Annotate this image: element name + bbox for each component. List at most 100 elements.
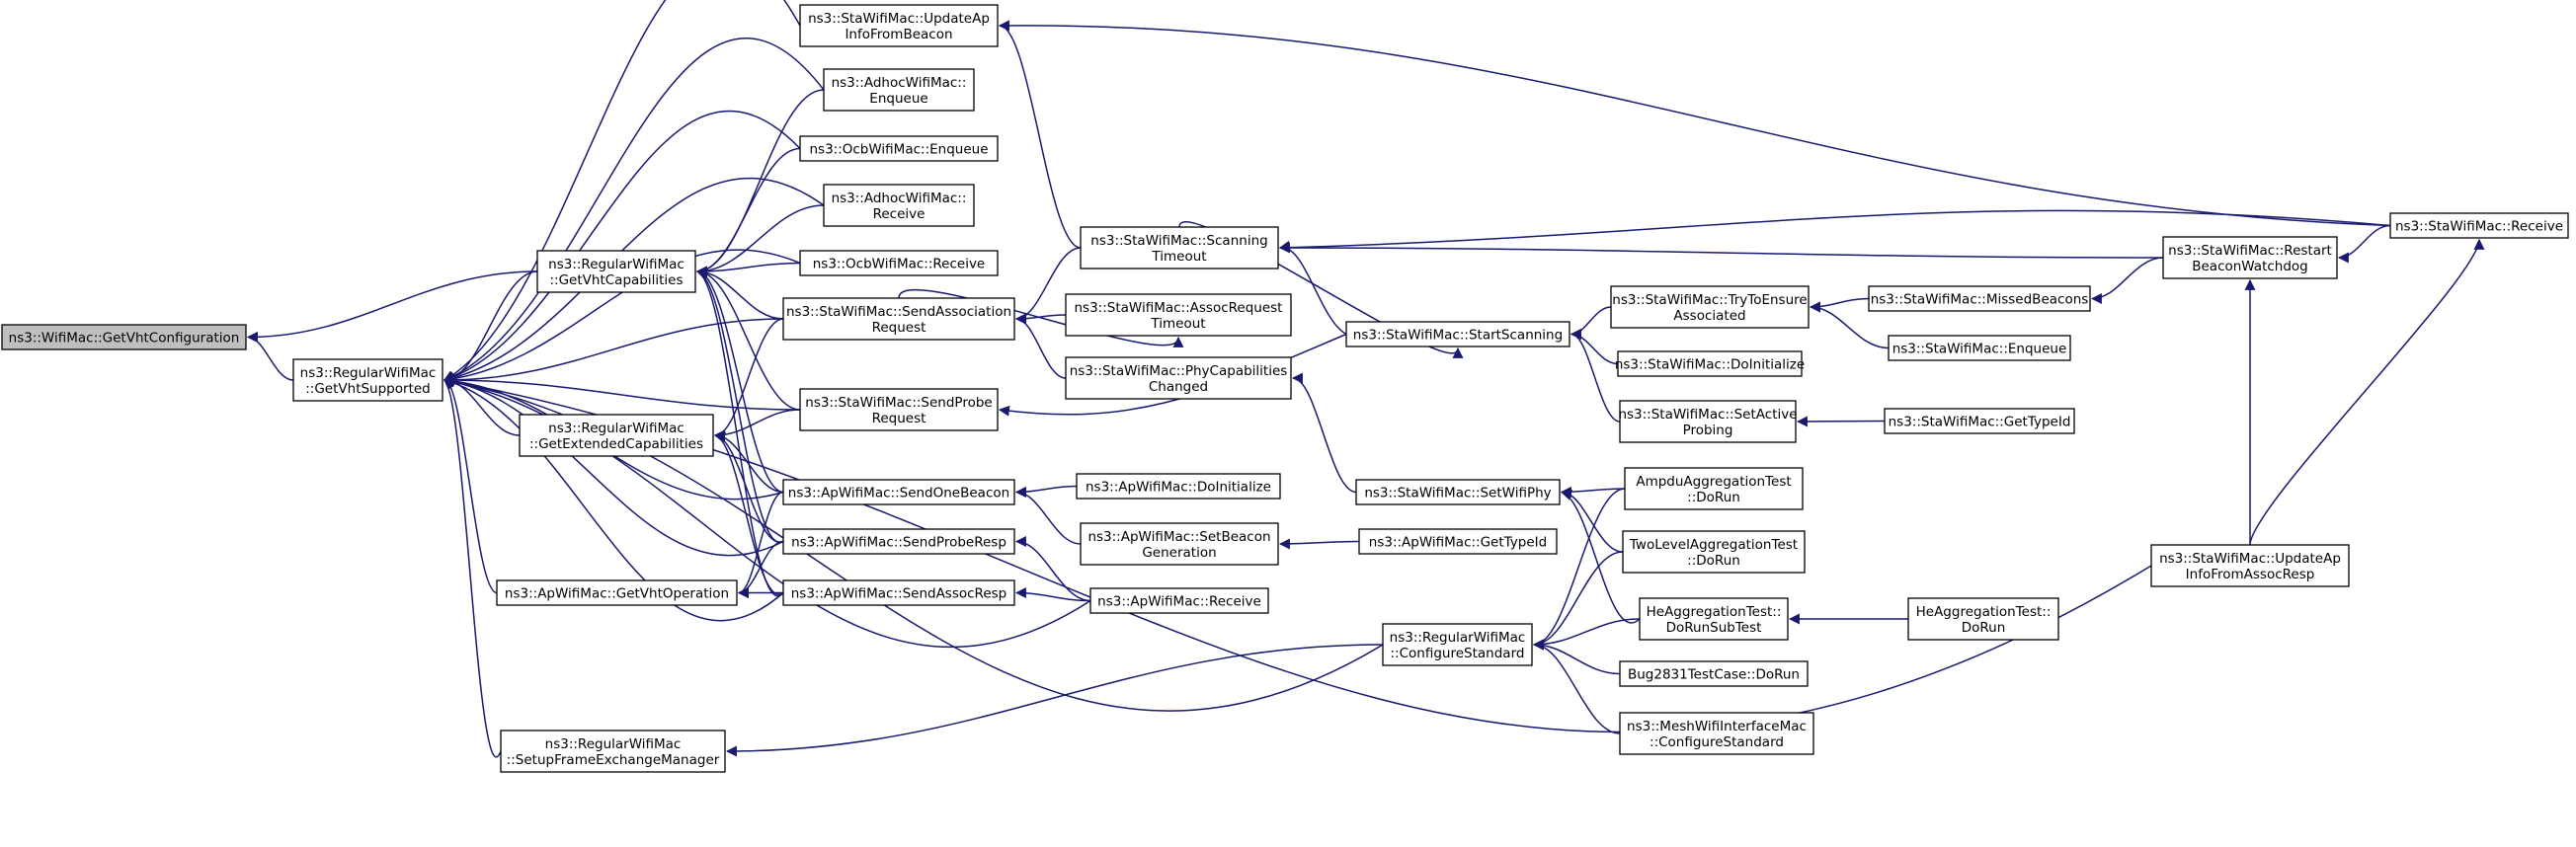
node-box bbox=[1065, 293, 1292, 337]
node-ocb-rcv[interactable]: ns3::OcbWifiMac::Receive bbox=[799, 250, 999, 276]
node-label: BeaconWatchdog bbox=[2192, 259, 2308, 274]
node-he-dorun[interactable]: HeAggregationTest::DoRun bbox=[1907, 597, 2059, 641]
edge-arrow bbox=[1532, 618, 1641, 651]
node-label: Receive bbox=[873, 206, 926, 222]
node-adhoc-rcv[interactable]: ns3::AdhocWifiMac::Receive bbox=[823, 184, 975, 227]
node-sta-enq[interactable]: ns3::StaWifiMac::Enqueue bbox=[1888, 335, 2071, 361]
node-label: ns3::MeshWifiInterfaceMac bbox=[1627, 719, 1807, 734]
node-rw-gvs[interactable]: ns3::RegularWifiMac::GetVhtSupported bbox=[292, 358, 443, 402]
edge-arrow bbox=[443, 318, 784, 386]
node-box bbox=[2389, 212, 2569, 239]
node-label: Request bbox=[872, 411, 926, 426]
edge-arrow bbox=[1014, 536, 1091, 602]
node-sta-uafar[interactable]: ns3::StaWifiMac::UpdateApInfoFromAssocRe… bbox=[2150, 544, 2350, 587]
node-label: Timeout bbox=[1150, 316, 1205, 332]
edge-ap-rcv-to-ap-sar bbox=[1014, 587, 1091, 602]
edge-rw-gvc-to-root bbox=[246, 270, 538, 343]
node-label: ns3::StaWifiMac::AssocRequest bbox=[1075, 300, 1283, 316]
node-root[interactable]: ns3::WifiMac::GetVhtConfiguration bbox=[1, 324, 247, 350]
edge-sta-ttea-to-sta-ss bbox=[1570, 306, 1612, 340]
node-ap-sob[interactable]: ns3::ApWifiMac::SendOneBeacon bbox=[782, 479, 1015, 505]
edge-arrow bbox=[1014, 485, 1078, 498]
node-label: ns3::OcbWifiMac::Enqueue bbox=[809, 142, 988, 158]
node-rw-gec[interactable]: ns3::RegularWifiMac::GetExtendedCapabili… bbox=[519, 414, 714, 457]
edge-sta-enq-to-sta-ttea bbox=[1809, 301, 1890, 349]
edge-ap-sbg-to-ap-sob bbox=[1014, 487, 1082, 545]
edge-arrow bbox=[1278, 242, 2164, 259]
edge-ap-sprr-to-rw-gvs bbox=[443, 376, 784, 557]
node-box bbox=[1619, 660, 1809, 687]
node-sta-swp[interactable]: ns3::StaWifiMac::SetWifiPhy bbox=[1355, 479, 1561, 505]
node-box bbox=[536, 250, 696, 293]
edge-sta-uafb-to-rw-gvs bbox=[443, 0, 801, 381]
node-sta-ss[interactable]: ns3::StaWifiMac::StartScanning bbox=[1345, 321, 1570, 347]
edge-arrow bbox=[1532, 488, 1626, 651]
node-label: ns3::StaWifiMac::TryToEnsure bbox=[1612, 292, 1807, 308]
node-sta-rcv[interactable]: ns3::StaWifiMac::Receive bbox=[2389, 212, 2569, 239]
edge-he-sub-to-rw-cs bbox=[1532, 618, 1641, 651]
node-rw-gvc[interactable]: ns3::RegularWifiMac::GetVhtCapabilities bbox=[536, 250, 696, 293]
node-bug2831[interactable]: Bug2831TestCase::DoRun bbox=[1619, 660, 1809, 687]
node-label: InfoFromAssocResp bbox=[2186, 567, 2315, 582]
node-ap-doi[interactable]: ns3::ApWifiMac::DoInitialize bbox=[1076, 473, 1281, 500]
edge-arrow bbox=[695, 147, 801, 277]
node-label: ns3::StaWifiMac::SetActive bbox=[1618, 407, 1797, 423]
node-label: ns3::StaWifiMac::UpdateAp bbox=[2159, 551, 2341, 567]
edge-sta-sar-to-rw-gvs bbox=[443, 318, 784, 386]
edge-arrow bbox=[1570, 306, 1612, 340]
node-ocb-enq[interactable]: ns3::OcbWifiMac::Enqueue bbox=[799, 135, 999, 162]
node-box bbox=[799, 250, 999, 276]
node-label: Generation bbox=[1142, 545, 1216, 561]
edge-ocb-enq-to-rw-gvc bbox=[695, 147, 801, 277]
edge-sta-st-to-sta-ss bbox=[1178, 220, 1464, 358]
edge-arrow bbox=[1796, 416, 1886, 427]
edge-ap-sar-to-rw-gvs bbox=[443, 377, 784, 622]
node-ap-rcv[interactable]: ns3::ApWifiMac::Receive bbox=[1089, 587, 1269, 614]
node-adhoc-enq[interactable]: ns3::AdhocWifiMac::Enqueue bbox=[823, 68, 975, 112]
edge-ocb-rcv-to-rw-gvc bbox=[695, 262, 801, 277]
edge-arrow bbox=[443, 376, 784, 557]
edge-arrow bbox=[695, 266, 784, 494]
edge-arrow bbox=[1532, 639, 1621, 675]
node-box bbox=[1619, 400, 1797, 443]
node-twolevel[interactable]: TwoLevelAggregationTest::DoRun bbox=[1622, 530, 1806, 574]
edge-ap-sprr-to-ap-gvo bbox=[737, 540, 784, 598]
edge-sta-uafar-to-sta-rcv bbox=[2249, 238, 2485, 546]
node-ap-gti[interactable]: ns3::ApWifiMac::GetTypeId bbox=[1358, 528, 1558, 555]
edge-twolevel-to-rw-cs bbox=[1532, 551, 1624, 651]
edge-arrow bbox=[443, 374, 498, 594]
node-rw-sfem[interactable]: ns3::RegularWifiMac::SetupFrameExchangeM… bbox=[500, 730, 726, 773]
node-ap-sprr[interactable]: ns3::ApWifiMac::SendProbeResp bbox=[782, 528, 1015, 555]
node-mesh-cs[interactable]: ns3::MeshWifiInterfaceMac::ConfigureStan… bbox=[1619, 712, 1814, 755]
node-ampdu[interactable]: AmpduAggregationTest::DoRun bbox=[1624, 467, 1804, 510]
node-box bbox=[1355, 479, 1561, 505]
node-label: ns3::StaWifiMac::Scanning bbox=[1090, 233, 1267, 249]
edge-arrow bbox=[2337, 224, 2391, 264]
node-sta-gti[interactable]: ns3::StaWifiMac::GetTypeId bbox=[1884, 408, 2075, 434]
node-ap-gvo[interactable]: ns3::ApWifiMac::GetVhtOperation bbox=[496, 579, 738, 606]
node-label: ns3::ApWifiMac::GetVhtOperation bbox=[505, 586, 729, 602]
node-he-sub[interactable]: HeAggregationTest::DoRunSubTest bbox=[1639, 597, 1789, 641]
node-ap-sar[interactable]: ns3::ApWifiMac::SendAssocResp bbox=[782, 579, 1015, 606]
edge-ap-gvo-to-rw-gvs bbox=[443, 374, 498, 594]
node-label: ns3::StaWifiMac::Restart bbox=[2168, 243, 2332, 259]
node-sta-mb[interactable]: ns3::StaWifiMac::MissedBeacons bbox=[1868, 285, 2091, 312]
edge-adhoc-enq-to-rw-gvs bbox=[443, 38, 825, 382]
node-label: Bug2831TestCase::DoRun bbox=[1628, 667, 1800, 683]
edge-arrow bbox=[443, 377, 784, 622]
edge-sta-gti-to-sta-sap bbox=[1796, 416, 1886, 427]
node-box bbox=[1617, 350, 1803, 377]
node-sta-doi[interactable]: ns3::StaWifiMac::DoInitialize bbox=[1615, 350, 1805, 377]
edge-arrow bbox=[695, 204, 825, 277]
node-rw-cs[interactable]: ns3::RegularWifiMac::ConfigureStandard bbox=[1382, 623, 1533, 666]
